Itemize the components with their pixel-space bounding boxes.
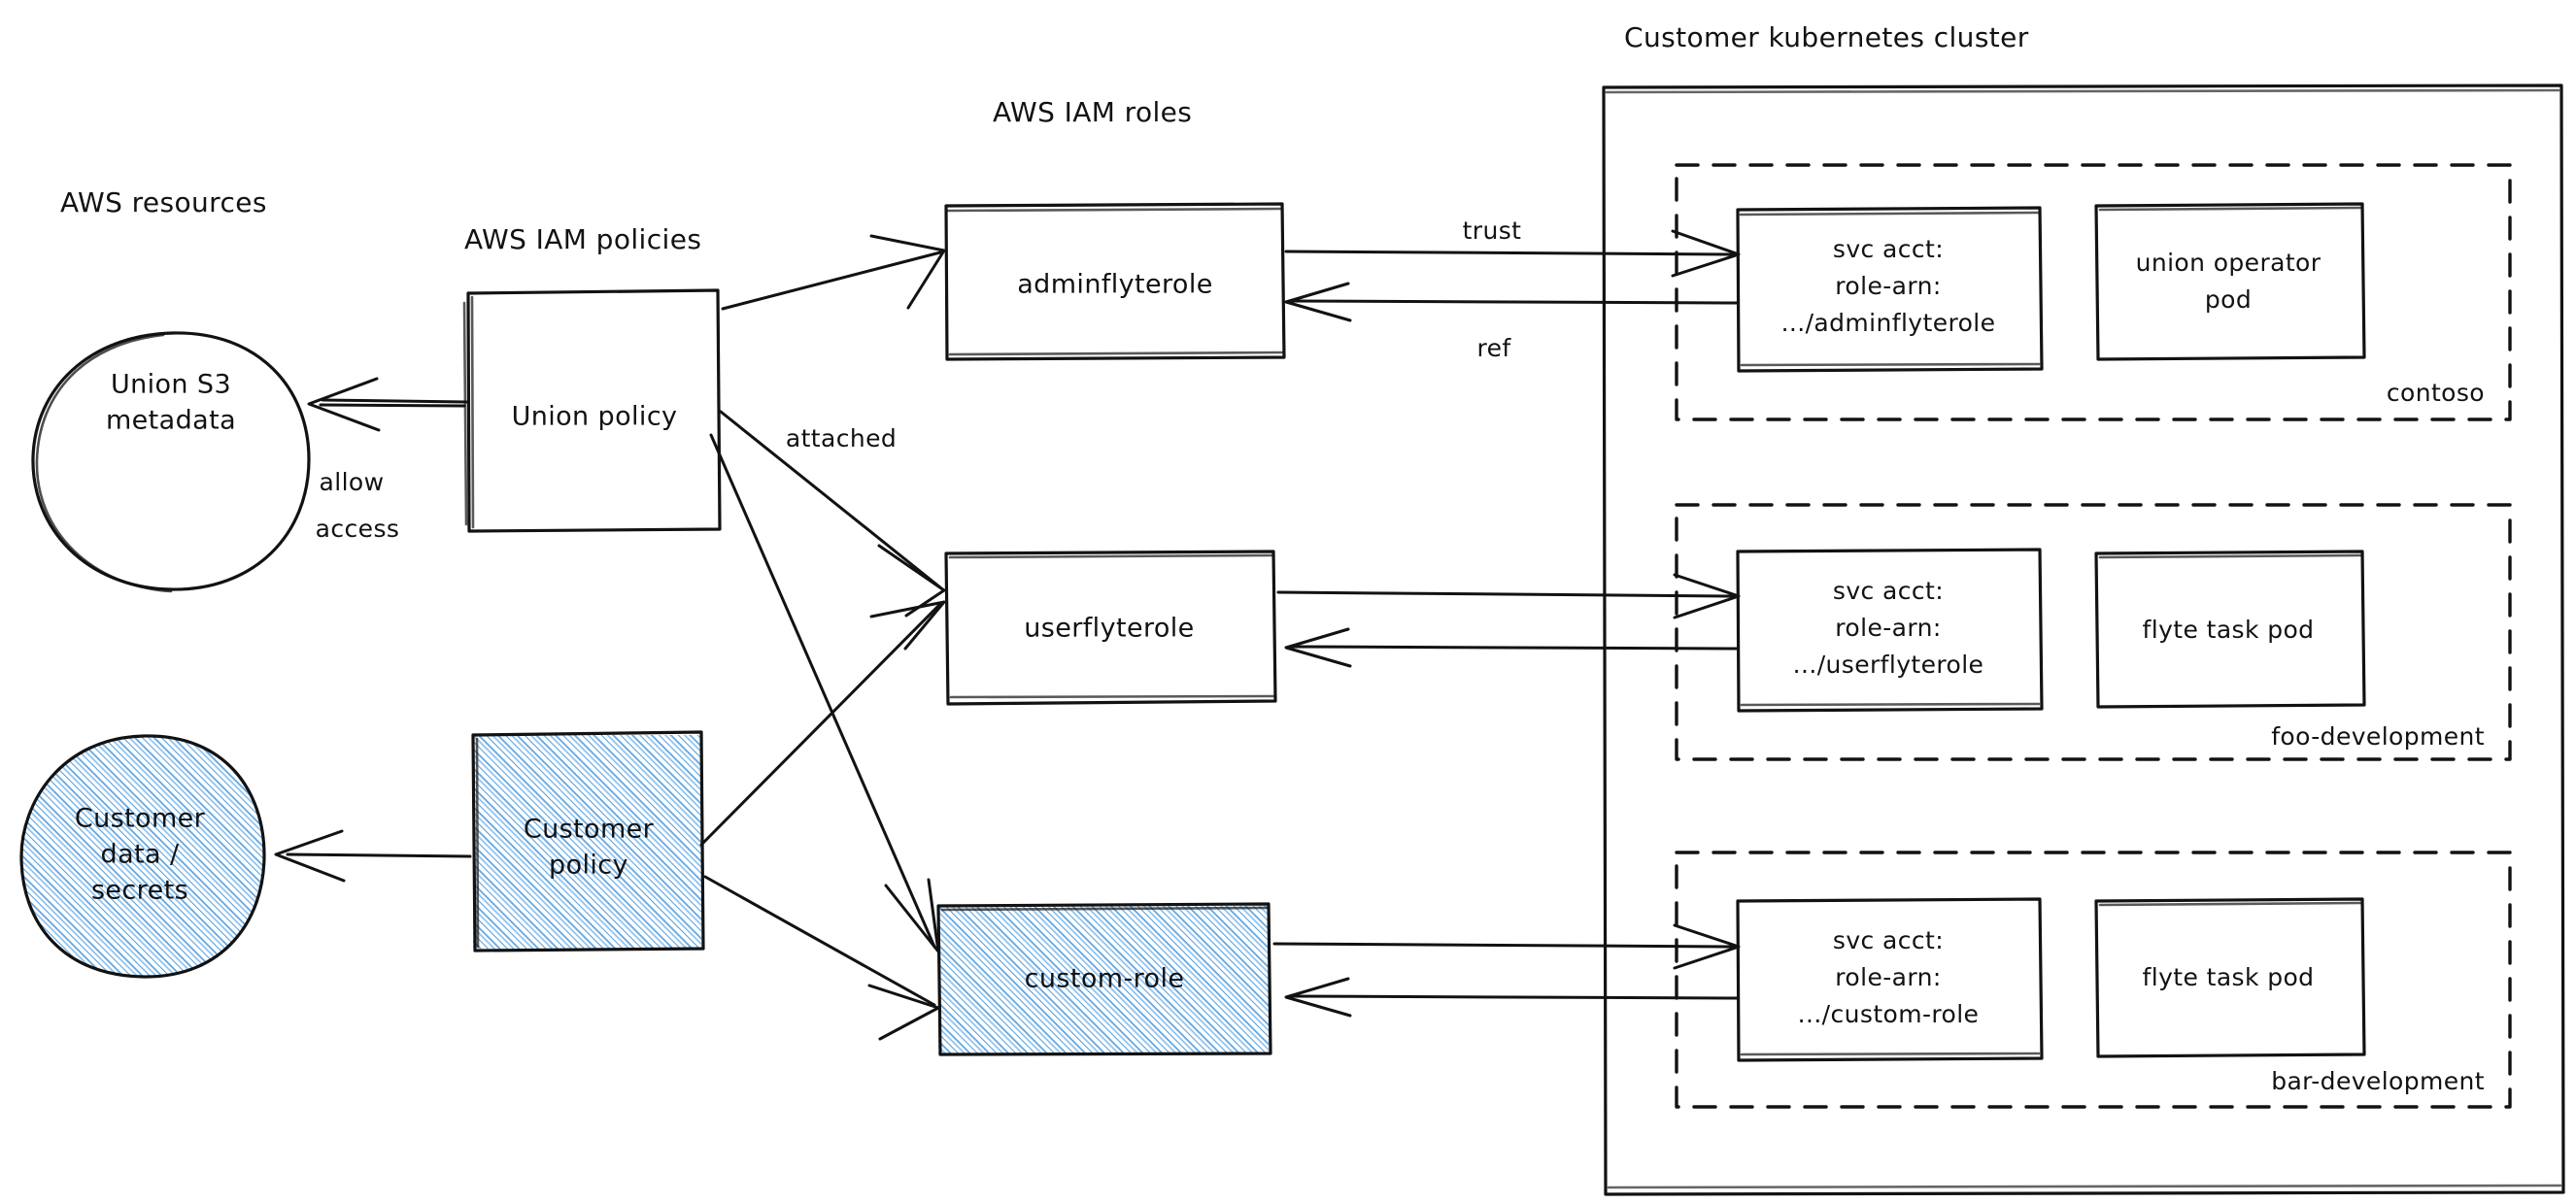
edge-adminflyterole-trust: trust [1284, 217, 1741, 278]
policy-union-policy-label: Union policy [512, 402, 678, 432]
svc-acct-contoso-line3: .../adminflyterole [1781, 309, 1996, 337]
pod-union-operator-line2: pod [2205, 285, 2252, 314]
group-label-aws-iam-roles: AWS IAM roles [993, 96, 1192, 128]
svc-acct-foo-development: svc acct: role-arn: .../userflyterole [1736, 548, 2044, 713]
edge-union-policy-to-s3: allow access [307, 377, 468, 543]
resource-union-s3-line1: Union S3 [111, 370, 231, 400]
policy-customer-policy-line2: policy [549, 851, 628, 881]
edge-adminflyterole-ref: ref [1284, 282, 1739, 362]
edge-label-allow-1: allow [320, 468, 385, 496]
namespace-foo-development-label: foo-development [2271, 722, 2485, 751]
edge-userflyterole-ref [1284, 627, 1739, 668]
edge-label-trust: trust [1463, 217, 1522, 245]
edge-customer-policy-to-custom-role [703, 875, 940, 1041]
role-custom-role-label: custom-role [1025, 964, 1185, 994]
resource-customer-data: Customer data / secrets [19, 734, 266, 979]
svc-acct-contoso-line1: svc acct: [1833, 235, 1944, 263]
policy-customer-policy-line1: Customer [524, 815, 655, 845]
role-userflyterole: userflyterole [944, 550, 1277, 706]
resource-customer-data-line1: Customer [75, 804, 206, 834]
pod-union-operator-line1: union operator [2136, 249, 2322, 277]
edge-custom-role-ref [1284, 977, 1739, 1018]
svc-acct-foo-line2: role-arn: [1835, 614, 1941, 642]
svc-acct-bar-line1: svc acct: [1833, 926, 1944, 954]
edge-union-policy-to-adminflyterole [721, 234, 946, 311]
svc-acct-bar-development: svc acct: role-arn: .../custom-role [1736, 897, 2044, 1062]
role-custom-role: custom-role [936, 902, 1272, 1056]
group-label-aws-resources: AWS resources [60, 186, 267, 218]
resource-union-s3: Union S3 metadata [31, 331, 311, 593]
edge-label-ref: ref [1476, 334, 1511, 362]
namespace-foo-development: svc acct: role-arn: .../userflyterole fl… [1675, 503, 2512, 761]
svc-acct-bar-line3: .../custom-role [1798, 1000, 1980, 1028]
edge-custom-role-trust [1272, 923, 1741, 970]
namespace-contoso: svc acct: role-arn: .../adminflyterole u… [1675, 163, 2512, 421]
svc-acct-foo-line1: svc acct: [1833, 577, 1944, 605]
role-adminflyterole-label: adminflyterole [1017, 270, 1213, 300]
edge-customer-policy-to-data [274, 829, 472, 883]
resource-customer-data-line3: secrets [91, 876, 188, 906]
resource-customer-data-line2: data / [101, 840, 180, 870]
edge-union-policy-to-custom-role [709, 433, 940, 953]
role-userflyterole-label: userflyterole [1024, 614, 1194, 644]
svc-acct-contoso-line2: role-arn: [1835, 272, 1941, 300]
pod-union-operator: union operator pod [2094, 202, 2366, 361]
edge-label-allow-2: access [316, 515, 400, 543]
group-label-customer-cluster: Customer kubernetes cluster [1624, 21, 2029, 53]
group-label-aws-iam-policies: AWS IAM policies [464, 223, 701, 255]
policy-union-policy: Union policy [462, 288, 722, 533]
namespace-contoso-label: contoso [2387, 379, 2485, 407]
policy-customer-policy: Customer policy [471, 730, 705, 952]
resource-union-s3-line2: metadata [106, 406, 236, 436]
svc-acct-contoso: svc acct: role-arn: .../adminflyterole [1736, 206, 2044, 373]
cluster-boundary [1602, 84, 2565, 1196]
svc-acct-foo-line3: .../userflyterole [1793, 651, 1984, 679]
pod-flyte-task-bar: flyte task pod [2094, 897, 2366, 1058]
pod-flyte-task-foo-label: flyte task pod [2143, 616, 2315, 644]
pod-flyte-task-bar-label: flyte task pod [2143, 963, 2315, 991]
edge-union-policy-to-userflyterole: attached [719, 410, 946, 618]
edge-customer-policy-to-userflyterole [699, 600, 946, 847]
namespace-bar-development-label: bar-development [2271, 1067, 2485, 1095]
pod-flyte-task-foo: flyte task pod [2094, 550, 2366, 709]
svc-acct-bar-line2: role-arn: [1835, 963, 1941, 991]
role-adminflyterole: adminflyterole [944, 202, 1286, 361]
edge-label-attached: attached [786, 424, 897, 452]
namespace-bar-development: svc acct: role-arn: .../custom-role flyt… [1675, 851, 2512, 1109]
edge-userflyterole-trust [1276, 573, 1741, 619]
